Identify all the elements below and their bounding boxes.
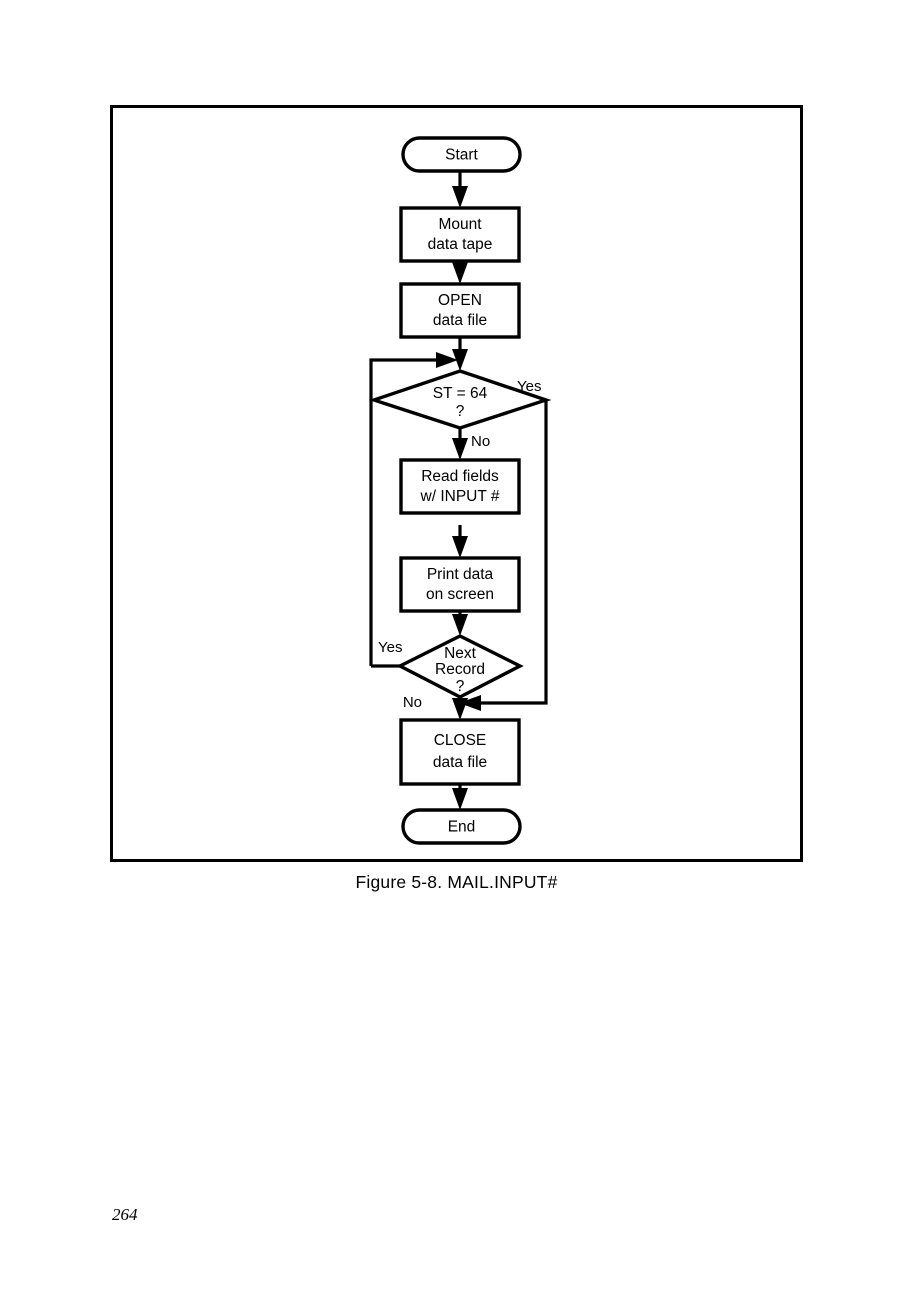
branch-label-st64-yes: Yes <box>517 378 541 395</box>
node-read-line1: Read fields <box>421 468 499 485</box>
node-close-line1: CLOSE <box>434 732 487 749</box>
node-open-data-file[interactable]: OPEN data file <box>399 282 521 339</box>
edge-st64-no-to-read <box>452 428 468 460</box>
edge-nextrec-yes-loopback <box>369 352 458 666</box>
node-mount-line2: data tape <box>428 236 493 253</box>
flowchart-svg: Start Mount data tape OPEN data file ST … <box>368 136 552 845</box>
branch-label-st64-no: No <box>471 433 490 450</box>
node-end-label: End <box>448 819 476 836</box>
edge-print-to-nextrec <box>452 611 468 636</box>
node-st64-line1: ST = 64 <box>433 385 488 402</box>
node-nextrec-line2: Record <box>435 661 485 678</box>
node-open-line2: data file <box>433 312 487 329</box>
branch-label-nextrec-yes: Yes <box>378 639 402 656</box>
node-mount-data-tape[interactable]: Mount data tape <box>399 206 521 263</box>
edge-start-to-mount <box>452 171 468 208</box>
node-print-line1: Print data <box>427 566 494 583</box>
node-print-line2: on screen <box>426 586 494 603</box>
branch-label-nextrec-no: No <box>403 694 422 711</box>
node-end[interactable]: End <box>401 808 522 845</box>
node-print-data[interactable]: Print data on screen <box>399 556 521 613</box>
node-mount-line1: Mount <box>438 216 482 233</box>
node-close-line2: data file <box>433 754 487 771</box>
node-nextrec-line3: ? <box>456 678 465 695</box>
edge-read-to-print <box>452 525 468 558</box>
node-read-line2: w/ INPUT # <box>420 488 500 505</box>
figure-frame: Start Mount data tape OPEN data file ST … <box>110 105 803 862</box>
node-start-label: Start <box>445 147 478 164</box>
edge-close-to-end <box>452 784 468 810</box>
figure-caption: Figure 5-8. MAIL.INPUT# <box>355 872 558 892</box>
edge-nextrec-no-to-close <box>452 697 468 720</box>
node-start[interactable]: Start <box>401 136 522 173</box>
edge-st64-yes-rail <box>459 400 548 711</box>
node-read-fields[interactable]: Read fields w/ INPUT # <box>399 458 521 515</box>
node-decision-st64[interactable]: ST = 64 ? <box>368 369 552 430</box>
node-close-data-file[interactable]: CLOSE data file <box>399 718 521 786</box>
edge-mount-to-open <box>452 261 468 284</box>
node-nextrec-line1: Next <box>444 645 477 662</box>
node-open-line1: OPEN <box>438 292 482 309</box>
page-number: 264 <box>112 1205 138 1224</box>
edge-open-to-st64 <box>452 337 468 371</box>
node-st64-line2: ? <box>456 403 465 420</box>
node-decision-next-record[interactable]: Next Record ? <box>396 634 524 699</box>
